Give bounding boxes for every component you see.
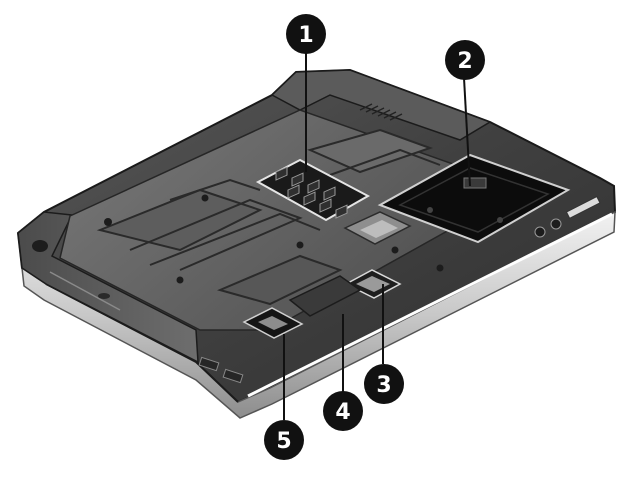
battery-bay bbox=[17, 211, 199, 364]
callout-5: 5 bbox=[264, 420, 304, 460]
sim-slot bbox=[344, 269, 402, 299]
callout-3: 3 bbox=[364, 364, 404, 404]
internal-components bbox=[96, 128, 441, 306]
callout-4-label: 4 bbox=[335, 400, 350, 425]
optical-drive-eject bbox=[98, 293, 110, 299]
screw-icon bbox=[104, 194, 444, 284]
wlan-slot bbox=[242, 307, 304, 339]
callout-1: 1 bbox=[286, 14, 326, 54]
memory-module bbox=[255, 158, 371, 222]
callout-5-label: 5 bbox=[276, 429, 291, 454]
wireless-module bbox=[343, 211, 412, 245]
callout-2-label: 2 bbox=[457, 49, 472, 74]
hard-drive-bay bbox=[377, 153, 571, 244]
hard-drive-bracket bbox=[463, 177, 487, 189]
usb-port-icon bbox=[198, 356, 244, 384]
rim-highlight bbox=[247, 212, 613, 398]
vent-slots bbox=[359, 103, 403, 121]
left-foot bbox=[32, 240, 48, 252]
leader-lines bbox=[283, 52, 471, 420]
mini-card-slot bbox=[288, 275, 362, 317]
service-area bbox=[59, 109, 512, 331]
audio-jack-icon bbox=[534, 218, 562, 238]
callout-4: 4 bbox=[323, 391, 363, 431]
callout-2: 2 bbox=[445, 40, 485, 80]
optical-drive-line bbox=[49, 271, 121, 311]
callout-3-label: 3 bbox=[376, 373, 391, 398]
side-vent bbox=[565, 195, 601, 219]
callout-1-label: 1 bbox=[298, 23, 313, 48]
